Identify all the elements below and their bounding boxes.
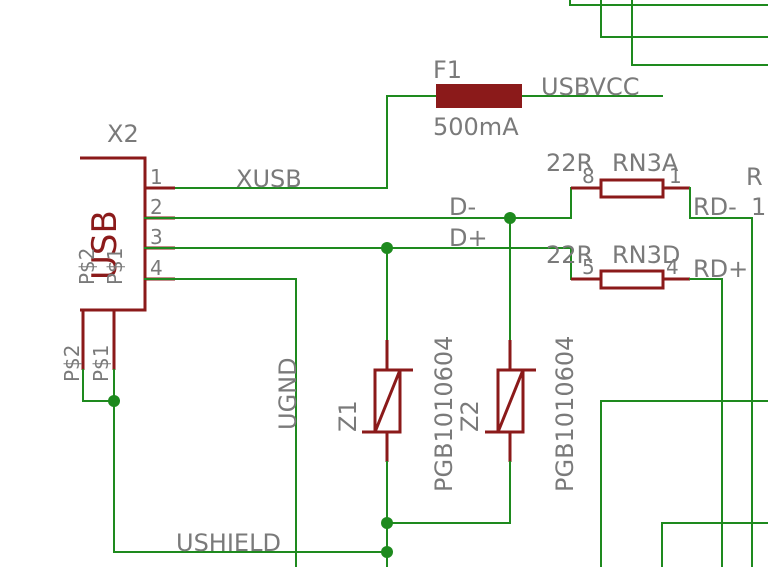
rdminus-label: RD- [693, 193, 737, 221]
ugnd-label: UGND [274, 357, 302, 430]
pin-1-label: 1 [150, 165, 163, 189]
shield-pad-inner-2: P$2 [75, 247, 99, 285]
z1-ref: Z1 [334, 400, 362, 432]
ushield-net: USHIELD [82, 369, 388, 557]
tvs-z2[interactable]: Z2 PGB1010604 [386, 212, 579, 524]
dplus-label: D+ [449, 224, 488, 252]
resistor-rn3d[interactable]: 22R RN3D 5 4 [546, 241, 690, 290]
rn3a-value: 22R [546, 149, 593, 177]
rn3d-pin-right: 4 [666, 255, 679, 279]
fuse-ref: F1 [433, 56, 462, 84]
fuse-f1[interactable] [436, 84, 522, 108]
usbvcc-label: USBVCC [541, 73, 639, 101]
dplus-net: D+ [144, 224, 599, 280]
pin-2-label: 2 [150, 195, 163, 219]
top-right-wires [569, 0, 768, 66]
xusb-label: XUSB [236, 165, 302, 193]
edge-one-label: 1 [751, 193, 766, 221]
rn3a-pin-left: 8 [582, 164, 595, 188]
junction-z2-top [504, 212, 516, 224]
shield-pad-inner-1: P$1 [103, 247, 127, 285]
connector-ref: X2 [107, 120, 139, 148]
pin-3-label: 3 [150, 225, 163, 249]
edge-r-label: R [746, 163, 763, 191]
junction-z1-top [381, 242, 393, 254]
z2-ref: Z2 [456, 400, 484, 432]
rd-nets: RD- RD+ R 1 [689, 163, 766, 567]
rn3d-pin-left: 5 [582, 255, 595, 279]
connector-name: USB [85, 210, 125, 280]
rn3a-pin-right: 1 [669, 164, 682, 188]
z2-part: PGB1010604 [551, 336, 579, 492]
fuse-circuit: F1 500mA USBVCC [144, 56, 663, 189]
junction-shield [108, 395, 120, 407]
tvs-z1[interactable]: Z1 PGB1010604 [334, 242, 458, 567]
fuse-value: 500mA [433, 113, 519, 141]
rn3d-ref: RN3D [612, 241, 680, 269]
rn3d-value: 22R [546, 241, 593, 269]
ugnd-net: UGND [144, 278, 302, 567]
junction-shield-bottom [381, 546, 393, 558]
pin-4-label: 4 [150, 256, 163, 280]
shield-pad-2: P$2 [60, 344, 84, 382]
rn3a-ref: RN3A [612, 149, 679, 177]
usb-connector-x2[interactable]: X2 USB 1 2 3 4 P$2 P$1 P$2 P$1 [60, 120, 175, 382]
rdplus-label: RD+ [693, 255, 748, 283]
ushield-label: USHIELD [176, 529, 281, 557]
shield-pad-1: P$1 [89, 344, 113, 382]
resistor-rn3a[interactable]: 22R RN3A 8 1 [546, 149, 690, 199]
dminus-net: D- [144, 187, 599, 221]
dminus-label: D- [449, 193, 476, 221]
z1-part: PGB1010604 [430, 336, 458, 492]
bottom-right-wires [600, 400, 768, 567]
